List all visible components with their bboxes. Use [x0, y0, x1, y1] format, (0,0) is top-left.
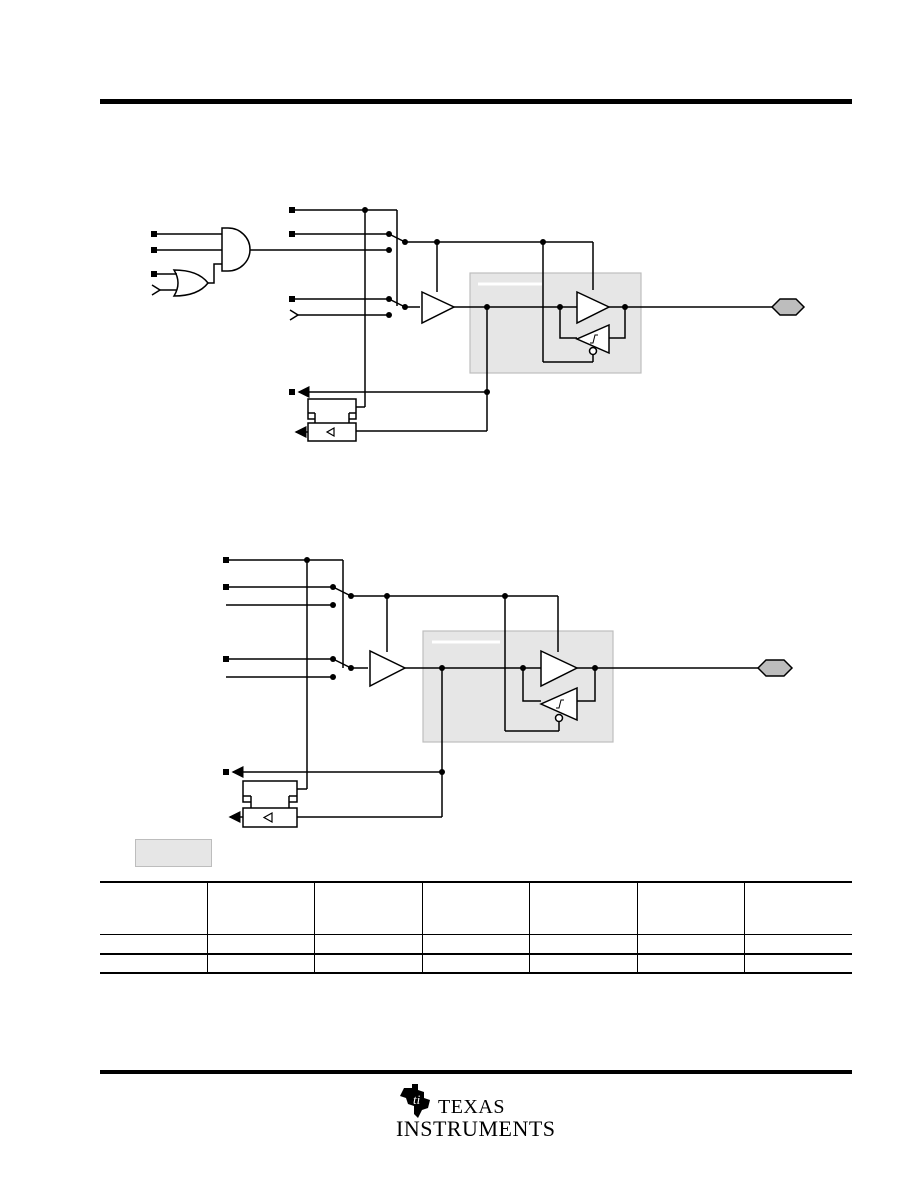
terminals-2 — [223, 557, 229, 775]
svg-text:ti: ti — [413, 1092, 421, 1107]
pad-2 — [756, 659, 794, 677]
table-header-cell — [100, 881, 208, 935]
and-gate-icon — [221, 227, 251, 272]
table-row — [100, 934, 852, 955]
table-cell — [421, 954, 531, 974]
junctions-2 — [304, 557, 598, 775]
input-chevron-2 — [289, 309, 300, 321]
table-cell — [744, 934, 852, 955]
pad-icon — [770, 298, 806, 316]
table-header-cell — [421, 881, 531, 935]
table-cell — [529, 954, 638, 974]
table-header-cell — [314, 881, 423, 935]
logo-text-texas: TEXAS — [438, 1096, 505, 1118]
table-cell — [636, 954, 746, 974]
shaded-region-1 — [469, 272, 642, 374]
table-header-cell — [744, 881, 852, 935]
table-header-row — [100, 881, 852, 935]
schmitt-trigger-icon — [575, 323, 610, 355]
table-cell — [314, 934, 423, 955]
table-cell — [744, 954, 852, 974]
table-header-cell — [636, 881, 746, 935]
table-cell — [636, 934, 746, 955]
diagram-1 — [151, 207, 806, 442]
table-cell — [206, 954, 316, 974]
buffer-icon — [421, 290, 456, 325]
output-buffer-1 — [576, 290, 611, 325]
table-cell — [529, 934, 638, 955]
schmitt-trigger-2 — [539, 686, 578, 722]
table-cell — [206, 934, 316, 955]
buffer-box-1 — [307, 422, 357, 442]
ti-logo-icon: ti — [400, 1084, 430, 1118]
output-buffer-2 — [540, 649, 579, 688]
buffer-2 — [369, 649, 407, 688]
or-gate-icon — [172, 269, 209, 297]
table-row — [100, 954, 852, 974]
buffer-box-2 — [242, 807, 298, 828]
shaded-region-2 — [422, 630, 614, 743]
input-chevron-1 — [151, 284, 162, 296]
terminals-1 — [151, 207, 295, 395]
table-cell — [100, 954, 208, 974]
pin-table — [100, 881, 852, 974]
diagram-2 — [223, 557, 794, 828]
table-cell — [421, 934, 531, 955]
top-rule — [100, 99, 852, 104]
table-header-cell — [206, 881, 316, 935]
logo-text-instruments: INSTRUMENTS — [396, 1116, 556, 1141]
table-cell — [100, 934, 208, 955]
bottom-rule — [100, 1070, 852, 1074]
table-cell — [314, 954, 423, 974]
table-header-cell — [529, 881, 638, 935]
ti-logo: ti TEXAS INSTRUMENTS — [396, 1082, 556, 1142]
junctions-1 — [362, 207, 628, 395]
legend-shaded-key — [135, 839, 212, 867]
